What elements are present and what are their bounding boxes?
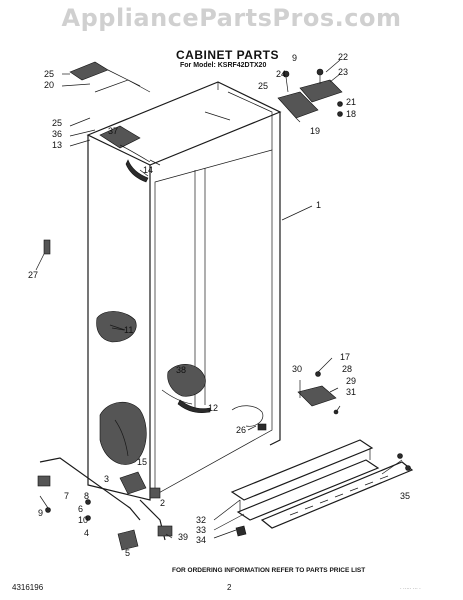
callout-37: 37 bbox=[108, 126, 119, 136]
callout-1: 1 bbox=[316, 200, 322, 210]
model-subtitle: For Model: KSRF42DTX20 bbox=[180, 62, 267, 69]
callout-26: 26 bbox=[236, 425, 247, 435]
part-3-bracket bbox=[119, 471, 147, 495]
callout-17: 17 bbox=[340, 352, 351, 362]
part-9-screw bbox=[45, 507, 51, 513]
callout-12: 12 bbox=[208, 403, 219, 413]
callout-30: 30 bbox=[292, 364, 303, 374]
part-10-screw bbox=[85, 515, 91, 521]
callout-22: 22 bbox=[338, 52, 349, 62]
part-38-duct bbox=[167, 364, 206, 397]
part-34-screw bbox=[235, 525, 247, 537]
callout-15: 15 bbox=[137, 457, 148, 467]
callout-25-right: 25 bbox=[258, 81, 269, 91]
cabinet-front-face bbox=[87, 135, 151, 501]
callout-33: 33 bbox=[196, 525, 207, 535]
part-33-rail bbox=[236, 459, 380, 521]
callout-8: 8 bbox=[84, 491, 90, 501]
callout-21: 21 bbox=[346, 97, 357, 107]
callout-35: 35 bbox=[400, 491, 411, 501]
cabinet-opening bbox=[154, 149, 273, 496]
part-27-clip bbox=[43, 239, 51, 255]
part-8-clip bbox=[37, 475, 51, 487]
cabinet-right-side bbox=[269, 112, 281, 446]
callout-13: 13 bbox=[52, 140, 63, 150]
leader-lines bbox=[35, 59, 403, 539]
kick-plate-grille bbox=[260, 461, 414, 529]
part-7-rail bbox=[39, 457, 141, 521]
callout-5: 5 bbox=[125, 548, 131, 558]
part-6-screw bbox=[85, 499, 91, 505]
part-4-leveler bbox=[117, 529, 139, 551]
callout-34: 34 bbox=[196, 535, 207, 545]
part-36-panel bbox=[94, 79, 151, 93]
page-number: 2 bbox=[227, 583, 232, 592]
part-32-rail bbox=[230, 439, 374, 501]
callout-6: 6 bbox=[78, 504, 84, 514]
part-35-screw bbox=[405, 465, 411, 471]
top-hinge-plate bbox=[99, 125, 141, 149]
callout-18: 18 bbox=[346, 109, 357, 119]
callout-39: 39 bbox=[178, 532, 189, 542]
callout-3: 3 bbox=[104, 474, 110, 484]
callout-29: 29 bbox=[346, 376, 357, 386]
callout-9-top: 9 bbox=[292, 53, 298, 63]
watermark: AppliancePartsPros.com bbox=[61, 4, 402, 32]
callout-36: 36 bbox=[52, 129, 63, 139]
callout-32: 32 bbox=[196, 515, 207, 525]
callout-11: 11 bbox=[124, 325, 134, 335]
callout-4: 4 bbox=[84, 528, 90, 538]
callout-14: 14 bbox=[143, 165, 154, 175]
part-2-foot bbox=[149, 487, 161, 499]
part-28-bracket bbox=[297, 385, 337, 407]
ordering-note: FOR ORDERING INFORMATION REFER TO PARTS … bbox=[172, 567, 366, 574]
part-39-bracket bbox=[157, 525, 173, 537]
part-20-bracket bbox=[69, 61, 109, 81]
part-15-duct bbox=[99, 402, 147, 465]
callout-20: 20 bbox=[44, 80, 55, 90]
callout-19: 19 bbox=[310, 126, 321, 136]
callout-9-bottom: 9 bbox=[38, 508, 44, 518]
callout-24: 24 bbox=[276, 69, 287, 79]
cabinet-top bbox=[86, 81, 282, 166]
callout-25-mid: 25 bbox=[52, 118, 63, 128]
callout-7: 7 bbox=[64, 491, 70, 501]
part-17-screw bbox=[315, 371, 321, 377]
document-number: 4316196 bbox=[12, 583, 44, 592]
callout-25-top: 25 bbox=[44, 69, 55, 79]
part-19-hinge bbox=[277, 91, 319, 119]
callout-38: 38 bbox=[176, 365, 187, 375]
part-11-duct bbox=[96, 311, 137, 343]
part-26-harness bbox=[231, 405, 264, 427]
callout-23: 23 bbox=[338, 67, 349, 77]
part-26-connector bbox=[257, 423, 267, 431]
part-14-harness bbox=[125, 159, 149, 183]
page-title: CABINET PARTS bbox=[176, 48, 279, 62]
callout-31: 31 bbox=[346, 387, 357, 397]
callout-2: 2 bbox=[160, 498, 166, 508]
print-stamp: · ····· ··· · bbox=[400, 586, 421, 592]
grille-slots bbox=[289, 475, 389, 516]
part-12-tube bbox=[177, 399, 211, 414]
callout-10: 10 bbox=[78, 515, 89, 525]
callout-28: 28 bbox=[342, 364, 353, 374]
top-wire-harness bbox=[119, 144, 151, 163]
callout-27: 27 bbox=[28, 270, 39, 280]
